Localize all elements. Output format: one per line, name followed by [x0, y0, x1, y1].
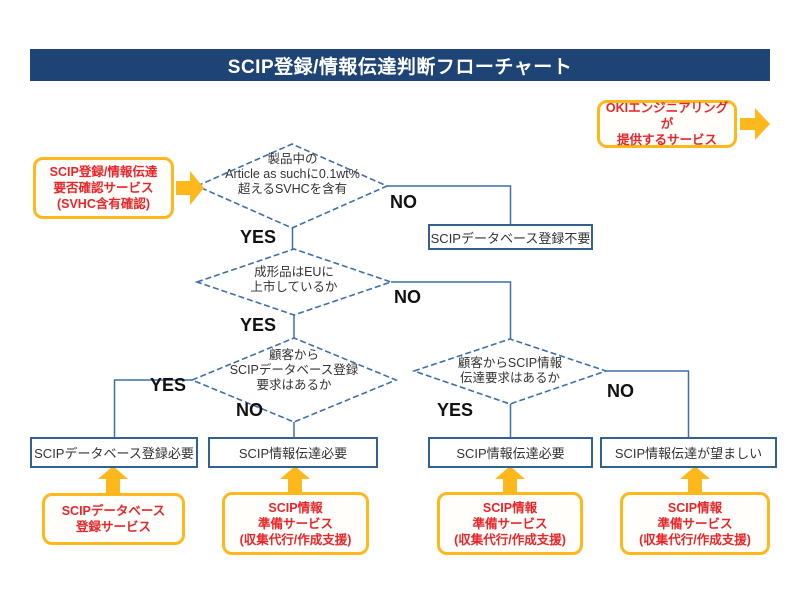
decision-line: 顧客からSCIP情報	[457, 356, 563, 370]
decision-line: 製品中の	[267, 152, 318, 166]
service-callout-db-registration: SCIPデータベース 登録サービス	[42, 493, 185, 545]
connector-d2-no	[391, 281, 512, 340]
arrow-up-icon	[98, 466, 128, 493]
service-callout-prep-3: SCIP情報 準備サービス (収集代行/作成支援)	[620, 492, 770, 555]
connector-d3-yes	[113, 379, 192, 437]
arrow-up-icon	[280, 466, 310, 493]
branch-label-yes: YES	[437, 400, 474, 420]
callout-line: (SVHC含有確認)	[56, 197, 151, 211]
service-callout-prep-2: SCIP情報 準備サービス (収集代行/作成支援)	[437, 492, 583, 555]
callout-line: OKIエンジニアリングが	[605, 101, 729, 131]
arrow-right-icon	[176, 171, 204, 205]
connector-d1-no	[387, 185, 512, 224]
decision-diamond-svhc	[195, 143, 389, 229]
callout-line: 準備サービス	[472, 516, 548, 531]
connector-d4-no	[606, 370, 690, 437]
decision-line: 上市しているか	[250, 280, 338, 294]
arrow-up-icon	[680, 466, 710, 493]
decision-line: 超えるSVHCを含有	[237, 182, 348, 196]
decision-line: Article as suchに0.1wt%	[225, 167, 360, 181]
callout-line: SCIP情報	[482, 500, 538, 515]
result-box-info-desirable: SCIP情報伝達が望ましい	[600, 437, 777, 468]
branch-label-no: NO	[390, 192, 417, 212]
callout-line: (収集代行/作成支援)	[239, 532, 352, 547]
decision-line: 顧客から	[268, 348, 319, 362]
arrow-right-icon	[740, 108, 770, 140]
decision-diamond-info-request	[411, 338, 609, 405]
result-box-registration-required: SCIPデータベース登録必要	[30, 437, 198, 468]
result-box-no-registration: SCIPデータベース登録不要	[428, 224, 593, 250]
callout-line: (収集代行/作成支援)	[639, 532, 751, 547]
decision-svhc-text: 製品中の Article as suchに0.1wt% 超えるSVHCを含有	[200, 152, 385, 197]
decision-line: 伝達要求はあるか	[459, 371, 560, 385]
branch-label-yes: YES	[240, 227, 277, 247]
branch-label-yes: YES	[240, 315, 277, 335]
decision-db-request-text: 顧客から SCIPデータベース登録 要求はあるか	[204, 348, 384, 393]
callout-line: SCIP情報	[268, 500, 323, 515]
callout-line: 提供するサービス	[616, 133, 717, 147]
callout-line: SCIPデータベース	[61, 504, 166, 518]
callout-line: 登録サービス	[75, 520, 151, 534]
callout-line: 準備サービス	[257, 516, 333, 531]
branch-label-yes: YES	[150, 375, 187, 395]
callout-line: SCIP登録/情報伝達	[49, 165, 158, 179]
callout-line: 要否確認サービス	[53, 181, 154, 195]
page-title: SCIP登録/情報伝達判断フローチャート	[30, 49, 770, 81]
decision-info-request-text: 顧客からSCIP情報 伝達要求はあるか	[420, 356, 600, 386]
callout-line: SCIP情報	[667, 500, 723, 515]
callout-line: (収集代行/作成支援)	[454, 532, 566, 547]
result-box-info-required-left: SCIP情報伝達必要	[208, 437, 378, 468]
callout-line: 準備サービス	[657, 516, 733, 531]
branch-label-no: NO	[394, 287, 421, 307]
decision-line: SCIPデータベース登録	[229, 363, 359, 377]
result-box-info-required-right: SCIP情報伝達必要	[428, 437, 593, 468]
decision-diamond-eu-market	[194, 248, 394, 316]
service-callout-check: SCIP登録/情報伝達 要否確認サービス (SVHC含有確認)	[33, 157, 174, 219]
arrow-up-icon	[495, 466, 525, 493]
decision-eu-market-text: 成形品はEUに 上市しているか	[204, 265, 384, 295]
branch-label-no: NO	[236, 400, 263, 420]
decision-diamond-db-request	[189, 337, 399, 423]
decision-line: 成形品はEUに	[254, 265, 334, 279]
service-callout-oki-provider: OKIエンジニアリングが 提供するサービス	[597, 100, 737, 148]
service-callout-prep-1: SCIP情報 準備サービス (収集代行/作成支援)	[222, 492, 369, 555]
branch-label-no: NO	[607, 381, 634, 401]
decision-line: 要求はあるか	[256, 378, 332, 392]
